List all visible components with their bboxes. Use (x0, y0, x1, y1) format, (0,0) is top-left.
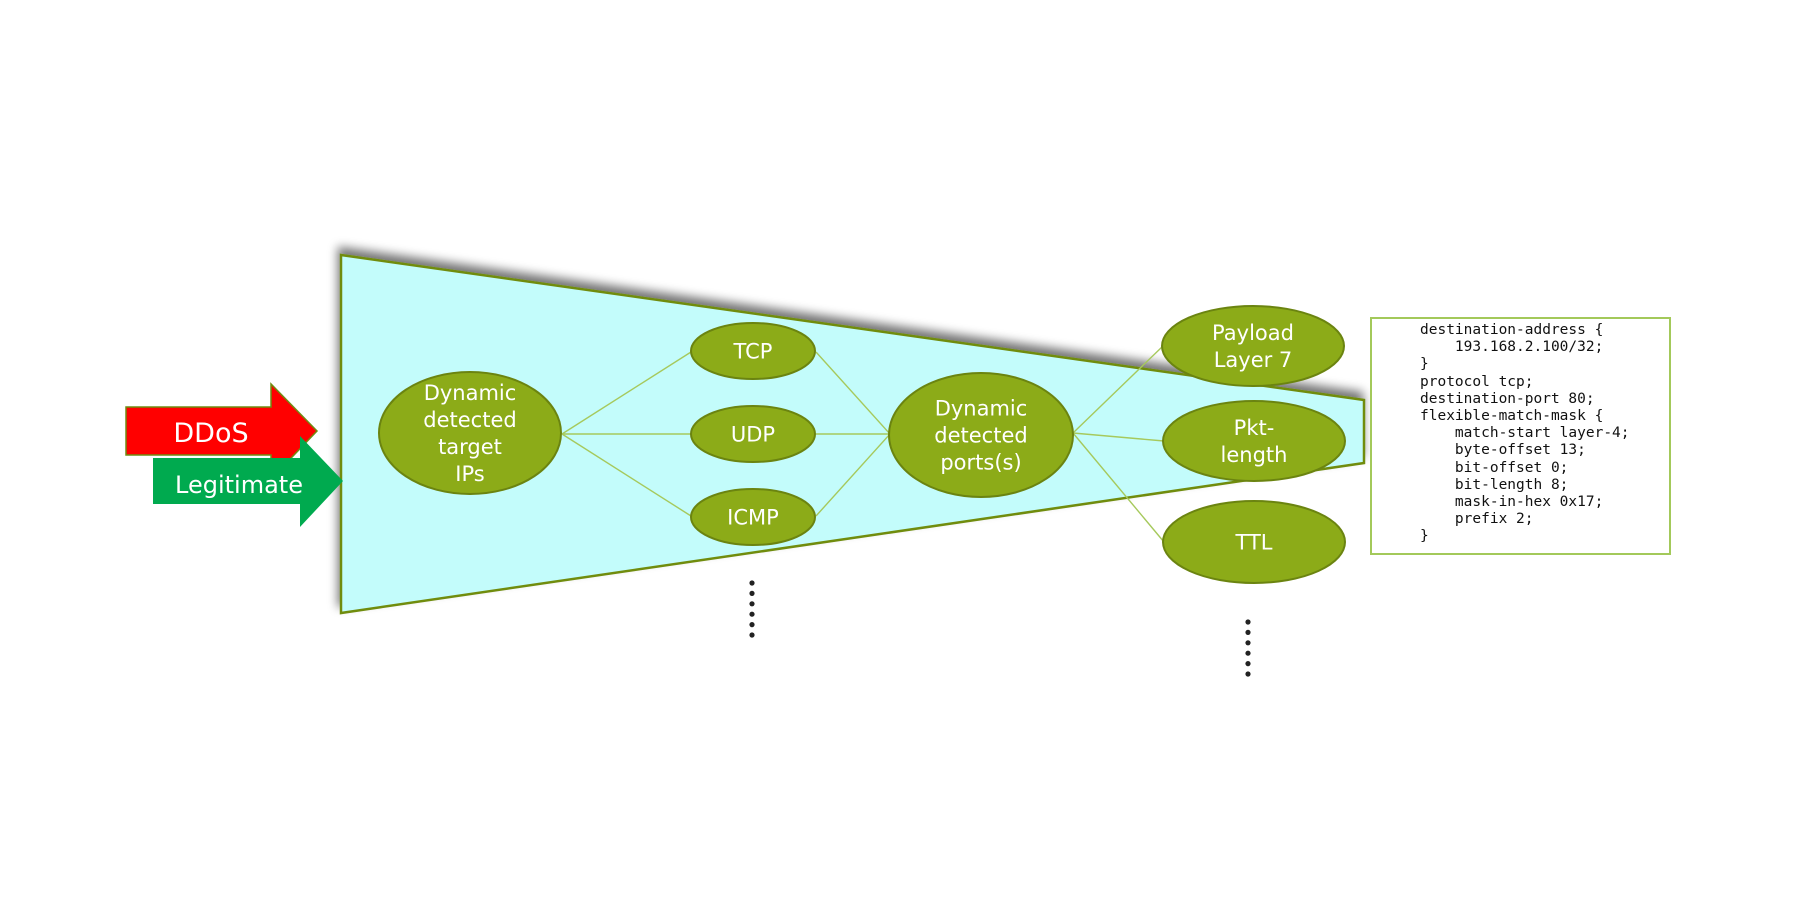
node-target-ips-label: Dynamic (424, 381, 517, 405)
node-tcp-shape (690, 322, 816, 380)
ellipsis-dot (1245, 671, 1251, 677)
connector-icmp-ports (815, 433, 891, 517)
ellipsis-dot (749, 611, 755, 617)
node-ttl-shape (1162, 500, 1346, 584)
node-target-ips-shape (378, 371, 562, 495)
node-payload-layer7-label: Payload (1212, 321, 1294, 345)
node-ttl: TTL (1162, 500, 1346, 584)
node-pkt-length-label: Pkt- (1234, 416, 1275, 440)
node-pkt-length-label: length (1221, 443, 1288, 467)
node-tcp: TCP (690, 322, 816, 380)
ellipsis-dot (749, 622, 755, 628)
connector-ips-tcp (561, 351, 692, 435)
node-payload-layer7-shape (1161, 305, 1345, 387)
node-payload-layer7-label: Layer 7 (1214, 348, 1293, 372)
node-icmp-shape (690, 488, 816, 546)
more-attributes-ellipsis (1245, 619, 1251, 677)
ddos-arrow-label: DDoS (173, 418, 248, 449)
ellipsis-dot (749, 590, 755, 597)
node-target-ips-label: target (438, 435, 502, 459)
node-target-ips-label: detected (423, 408, 516, 432)
ellipsis-dot (1245, 640, 1251, 646)
connector-lines (561, 345, 1165, 543)
node-pkt-length: Pkt-length (1162, 400, 1346, 482)
node-ports-label: Dynamic (935, 397, 1028, 421)
ellipsis-dot (1245, 629, 1251, 636)
node-icmp: ICMP (690, 488, 816, 546)
node-ports-label: ports(s) (940, 451, 1021, 475)
node-ports-label: detected (934, 424, 1027, 448)
ddos-arrow: DDoS (125, 382, 319, 481)
connector-ports-ttl (1072, 432, 1165, 543)
ddos-arrow-shape (125, 382, 319, 481)
ellipsis-dot (1245, 650, 1251, 656)
ellipsis-dot (1245, 619, 1251, 625)
connector-ips-icmp (561, 433, 692, 517)
node-ports-shape (888, 372, 1074, 498)
node-udp-shape (690, 405, 816, 463)
node-target-ips-label: IPs (455, 462, 484, 486)
legitimate-arrow-shape (153, 436, 343, 527)
flow-filter-config-box: destination-address { 193.168.2.100/32; … (1370, 317, 1671, 555)
ellipsis-dot (1245, 661, 1251, 667)
connector-tcp-ports (815, 351, 891, 435)
ellipsis-dot (749, 580, 755, 586)
legitimate-arrow-label: Legitimate (175, 471, 303, 499)
ellipsis-dot (749, 601, 755, 607)
connector-ports-pktlength (1072, 432, 1165, 442)
connector-ports-payload (1072, 345, 1164, 434)
node-pkt-length-shape (1162, 400, 1346, 482)
node-icmp-label: ICMP (727, 506, 779, 530)
node-udp-label: UDP (731, 423, 775, 447)
ellipsis-dot (749, 632, 755, 638)
node-udp: UDP (690, 405, 816, 463)
node-ttl-label: TTL (1235, 531, 1273, 555)
node-tcp-label: TCP (733, 340, 773, 364)
node-ports: Dynamic detected ports(s) (888, 372, 1074, 498)
more-protocols-ellipsis (749, 580, 755, 638)
flow-filter-config-code: destination-address { 193.168.2.100/32; … (1420, 322, 1630, 545)
legitimate-arrow: Legitimate (153, 436, 343, 527)
